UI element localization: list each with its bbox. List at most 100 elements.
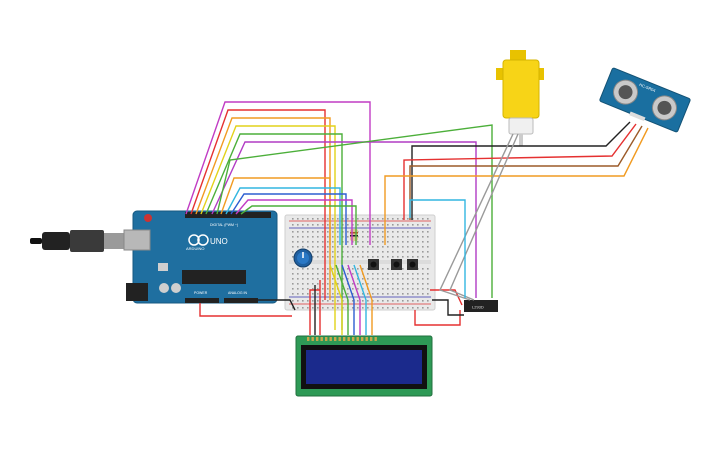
breadboard-hole xyxy=(412,246,414,248)
breadboard-hole xyxy=(337,293,339,295)
breadboard-hole xyxy=(412,283,414,285)
push-button-2[interactable] xyxy=(391,259,402,270)
breadboard[interactable] xyxy=(284,214,436,311)
breadboard-hole xyxy=(422,231,424,233)
lcd-pin xyxy=(311,337,314,341)
breadboard-hole xyxy=(342,251,344,253)
wire-cyan xyxy=(225,187,341,245)
arduino-uno-board[interactable]: UNO ARDUINO DIGITAL (PWM ~) POWER ANALOG… xyxy=(123,210,278,304)
breadboard-hole xyxy=(312,231,314,233)
wire-magenta xyxy=(185,101,371,245)
breadboard-hole xyxy=(402,273,404,275)
breadboard-hole xyxy=(337,218,339,220)
push-button-1[interactable] xyxy=(368,259,379,270)
wire-ultrasonic-black xyxy=(411,121,631,220)
breadboard-hole xyxy=(317,268,319,270)
breadboard-hole xyxy=(312,278,314,280)
breadboard-hole xyxy=(407,231,409,233)
potentiometer[interactable] xyxy=(293,248,313,268)
breadboard-hole xyxy=(362,283,364,285)
motor-driver-ic[interactable]: L293D xyxy=(464,300,498,312)
breadboard-hole xyxy=(317,288,319,290)
breadboard-hole xyxy=(427,218,429,220)
reset-button[interactable] xyxy=(144,214,152,222)
breadboard-hole xyxy=(402,246,404,248)
breadboard-hole xyxy=(317,273,319,275)
breadboard-hole xyxy=(322,231,324,233)
breadboard-hole xyxy=(342,300,344,302)
wire-green-1 xyxy=(205,133,343,330)
breadboard-hole xyxy=(412,300,414,302)
breadboard-hole xyxy=(372,293,374,295)
breadboard-hole xyxy=(382,300,384,302)
breadboard-hole xyxy=(387,246,389,248)
wire-ultrasonic-orange xyxy=(384,127,649,245)
breadboard-hole xyxy=(367,256,369,258)
breadboard-hole xyxy=(367,300,369,302)
breadboard-hole xyxy=(397,278,399,280)
breadboard-hole xyxy=(342,224,344,226)
breadboard-hole xyxy=(417,293,419,295)
breadboard-hole xyxy=(332,283,334,285)
dc-gear-motor[interactable] xyxy=(496,50,544,146)
breadboard-hole xyxy=(297,268,299,270)
breadboard-hole xyxy=(332,288,334,290)
breadboard-hole xyxy=(332,241,334,243)
breadboard-hole xyxy=(342,236,344,238)
breadboard-hole xyxy=(297,307,299,309)
breadboard-hole xyxy=(397,218,399,220)
breadboard-hole xyxy=(362,224,364,226)
lcd-16x2-display[interactable] xyxy=(295,335,433,397)
breadboard-hole xyxy=(337,256,339,258)
lcd-pin xyxy=(356,337,359,341)
push-button-3[interactable] xyxy=(407,259,418,270)
breadboard-hole xyxy=(407,256,409,258)
breadboard-hole xyxy=(382,241,384,243)
breadboard-hole xyxy=(342,278,344,280)
breadboard-hole xyxy=(327,246,329,248)
breadboard-hole xyxy=(312,251,314,253)
breadboard-hole xyxy=(367,293,369,295)
breadboard-hole xyxy=(327,288,329,290)
breadboard-hole xyxy=(292,246,294,248)
breadboard-hole xyxy=(377,256,379,258)
breadboard-hole xyxy=(352,246,354,248)
breadboard-hole xyxy=(337,224,339,226)
breadboard-hole xyxy=(322,224,324,226)
lcd-pin xyxy=(325,337,328,341)
breadboard-hole xyxy=(372,278,374,280)
breadboard-hole xyxy=(362,307,364,309)
breadboard-hole xyxy=(407,241,409,243)
breadboard-hole xyxy=(307,224,309,226)
breadboard-hole xyxy=(377,218,379,220)
breadboard-hole xyxy=(402,307,404,309)
breadboard-hole xyxy=(297,246,299,248)
breadboard-hole xyxy=(307,300,309,302)
breadboard-hole xyxy=(312,300,314,302)
breadboard-hole xyxy=(322,288,324,290)
breadboard-hole xyxy=(412,273,414,275)
breadboard-hole xyxy=(362,231,364,233)
atmega-chip xyxy=(182,270,246,284)
breadboard-hole xyxy=(407,288,409,290)
breadboard-hole xyxy=(337,283,339,285)
breadboard-hole xyxy=(297,224,299,226)
breadboard-hole xyxy=(292,300,294,302)
breadboard-hole xyxy=(417,251,419,253)
breadboard-hole xyxy=(312,307,314,309)
wire-yellow xyxy=(200,125,336,330)
breadboard-hole xyxy=(422,268,424,270)
breadboard-hole xyxy=(407,236,409,238)
breadboard-hole xyxy=(412,236,414,238)
breadboard-hole xyxy=(322,300,324,302)
ultrasonic-sensor[interactable]: HC-SR04 xyxy=(599,67,691,135)
breadboard-hole xyxy=(307,278,309,280)
breadboard-hole xyxy=(332,293,334,295)
breadboard-hole xyxy=(352,268,354,270)
breadboard-hole xyxy=(387,224,389,226)
breadboard-hole xyxy=(367,218,369,220)
breadboard-hole xyxy=(322,241,324,243)
breadboard-hole xyxy=(387,256,389,258)
breadboard-hole xyxy=(312,283,314,285)
breadboard-hole xyxy=(392,293,394,295)
